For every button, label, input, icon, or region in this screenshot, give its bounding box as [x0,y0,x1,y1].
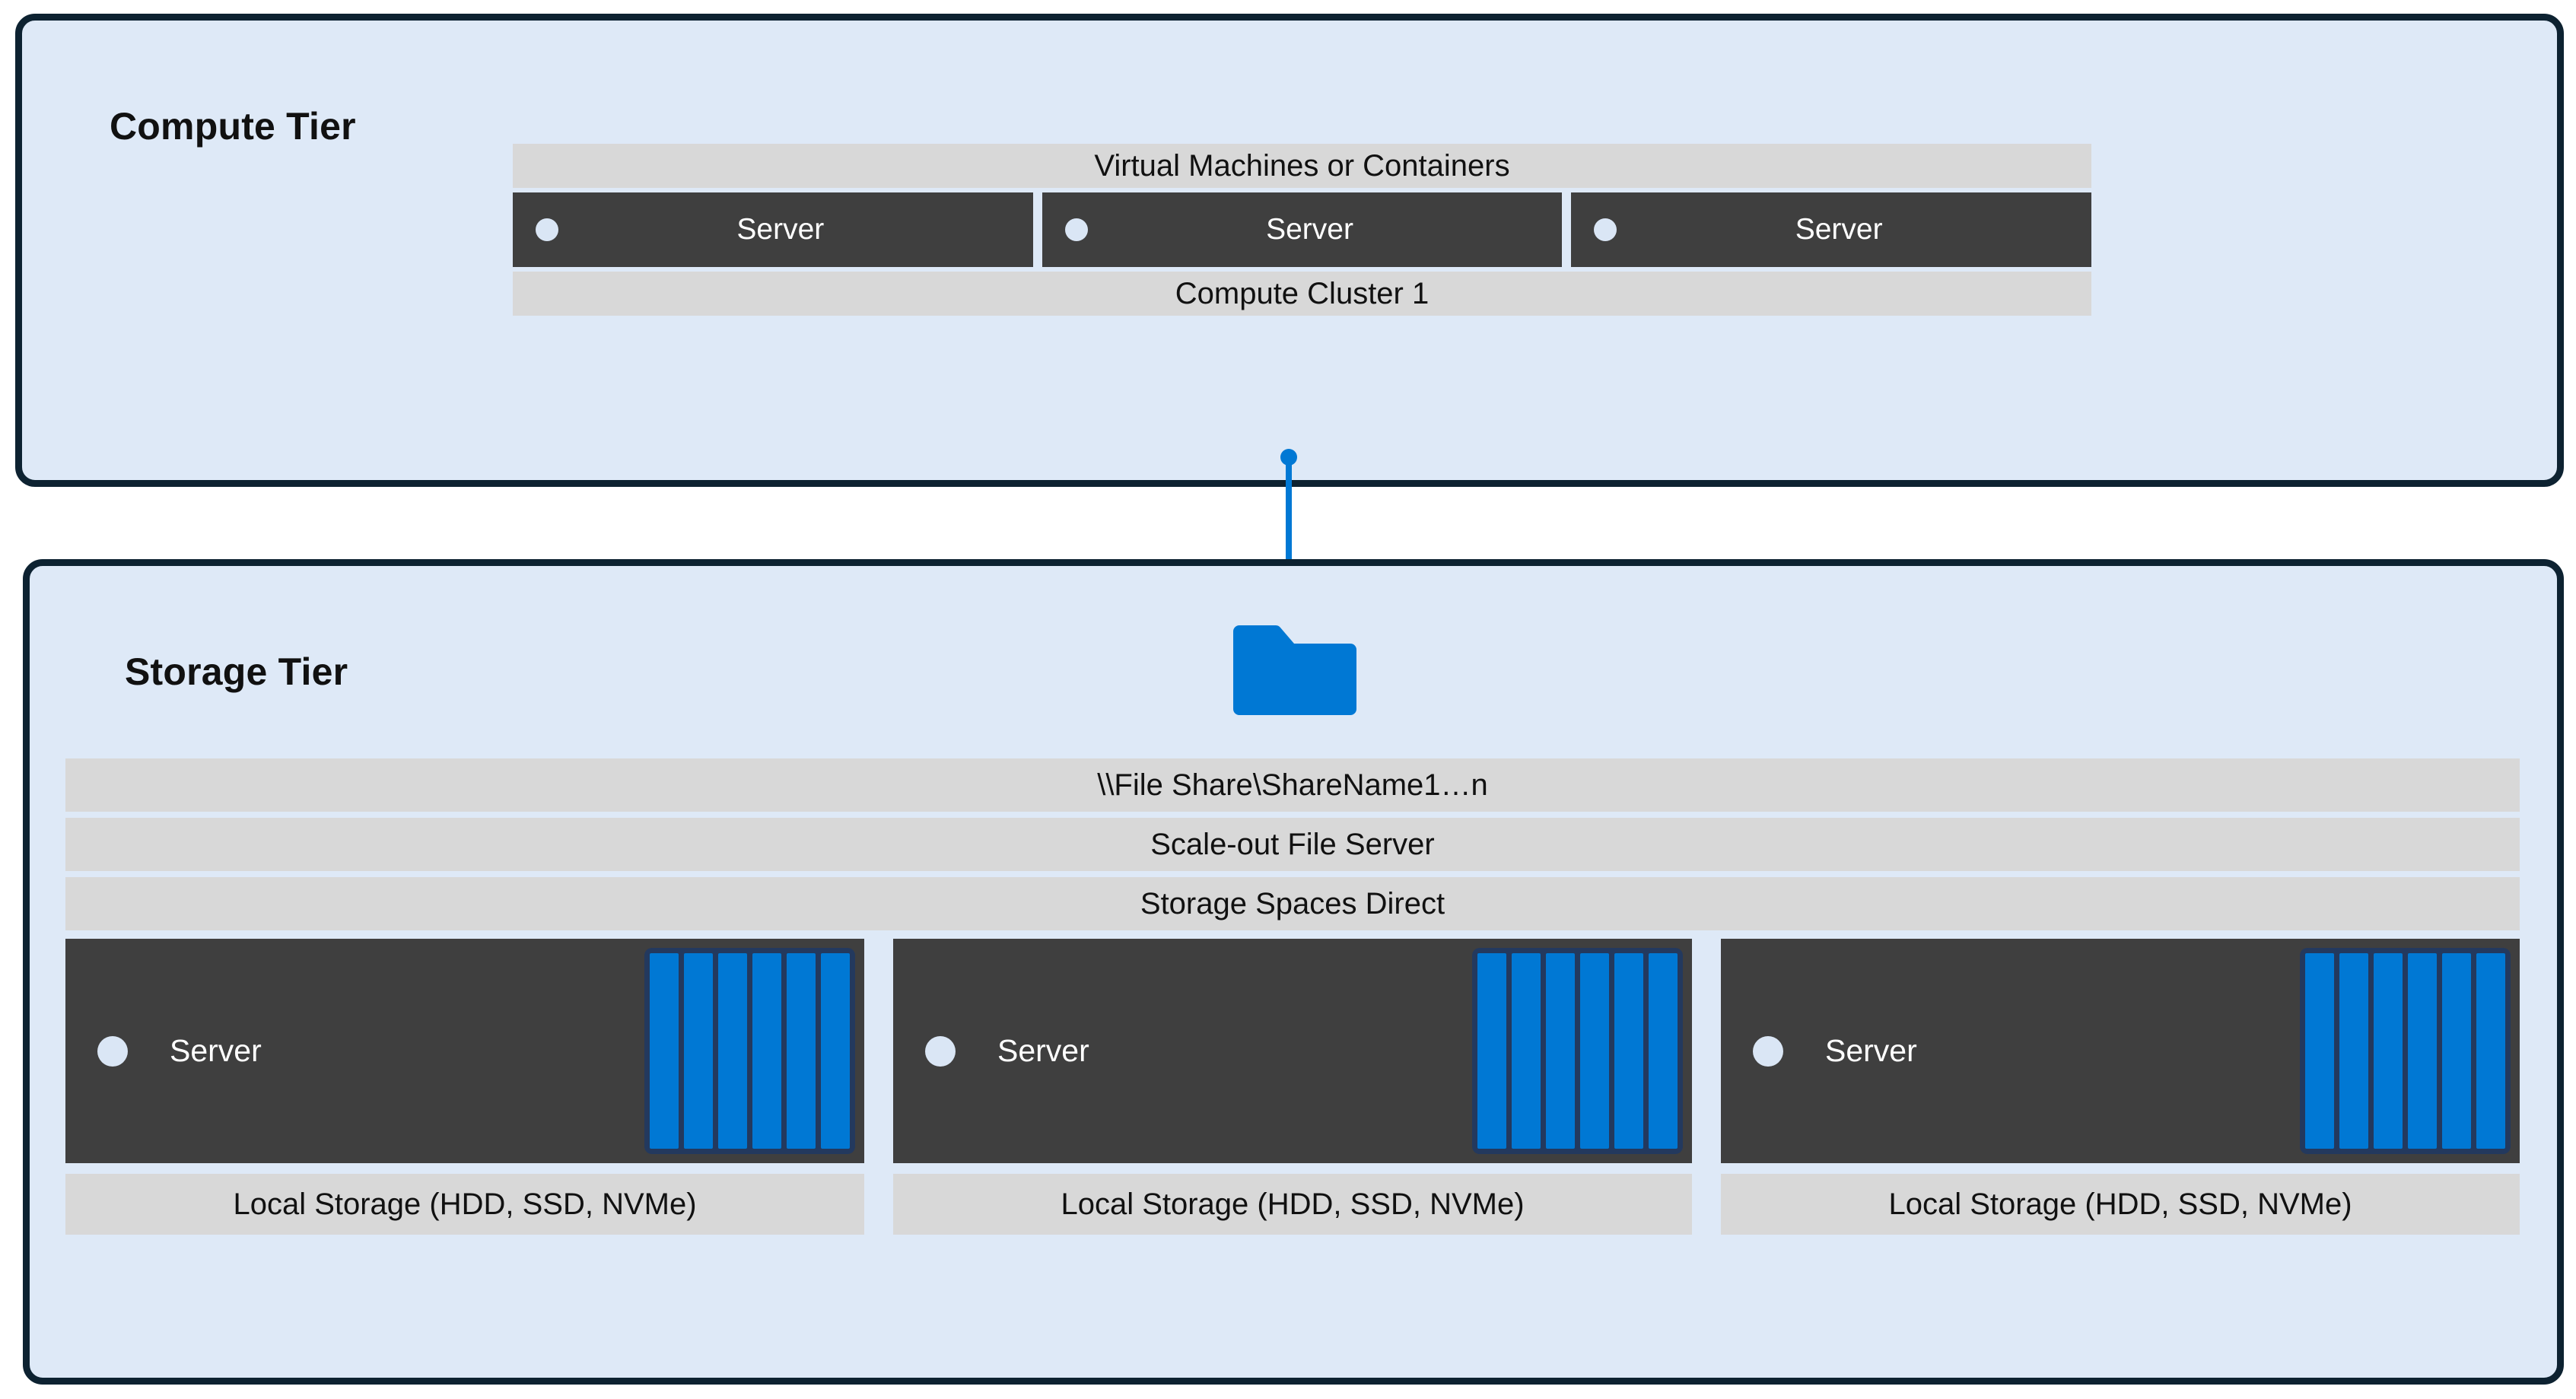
storage-server-2-label: Server [997,1033,1089,1068]
disk-icon [1580,953,1609,1149]
disk-icon [2305,953,2334,1149]
disk-icon [752,953,781,1149]
status-led-icon [1594,218,1617,241]
disk-icon [650,953,679,1149]
disk-icon [2408,953,2437,1149]
disk-array-icon [1472,948,1683,1154]
disk-icon [787,953,816,1149]
compute-tier-title: Compute Tier [110,104,356,148]
file-share-bar: \\File Share\ShareName1…n [65,758,2520,812]
storage-server-1-label: Server [170,1033,262,1068]
status-led-icon [1753,1035,1783,1067]
compute-server-3-label: Server [1795,213,1883,246]
local-storage-bar-1: Local Storage (HDD, SSD, NVMe) [65,1174,864,1235]
storage-node-row: Server Local Storage (HDD, SSD, NVMe) [65,939,2520,1327]
scale-out-file-server-bar: Scale-out File Server [65,818,2520,871]
storage-server-3[interactable]: Server [1721,939,2520,1163]
disk-icon [1512,953,1541,1149]
disk-icon [2374,953,2403,1149]
disk-icon [821,953,850,1149]
disk-array-icon [644,948,855,1154]
disk-icon [1546,953,1575,1149]
storage-node-2: Server Local Storage (HDD, SSD, NVMe) [893,939,1692,1327]
folder-icon [1233,625,1356,715]
disk-icon [684,953,713,1149]
local-storage-bar-2: Local Storage (HDD, SSD, NVMe) [893,1174,1692,1235]
compute-server-2-label: Server [1266,213,1353,246]
status-led-icon [1064,218,1088,241]
compute-server-3[interactable]: Server [1571,192,2092,267]
compute-server-1-label: Server [736,213,825,246]
status-led-icon [97,1035,128,1067]
disk-icon [2476,953,2505,1149]
connector-line-icon [1286,456,1292,609]
compute-server-2[interactable]: Server [1042,192,1563,267]
status-led-icon [925,1035,956,1067]
disk-icon [718,953,747,1149]
local-storage-bar-3: Local Storage (HDD, SSD, NVMe) [1721,1174,2520,1235]
disk-array-icon [2300,948,2511,1154]
compute-tier-panel: Compute Tier Virtual Machines or Contain… [15,14,2564,487]
storage-tier-title: Storage Tier [125,650,348,693]
storage-node-1: Server Local Storage (HDD, SSD, NVMe) [65,939,864,1327]
storage-server-3-label: Server [1825,1033,1917,1068]
disk-icon [1614,953,1643,1149]
storage-node-3: Server Local Storage (HDD, SSD, NVMe) [1721,939,2520,1327]
disk-icon [2442,953,2471,1149]
compute-server-1[interactable]: Server [513,192,1033,267]
storage-tier-panel: Storage Tier \\File Share\ShareName1…n S… [23,559,2564,1385]
disk-icon [2339,953,2368,1149]
storage-server-1[interactable]: Server [65,939,864,1163]
disk-icon [1649,953,1678,1149]
compute-server-row: Server Server Server [513,192,2092,267]
compute-cluster-bar: Compute Cluster 1 [513,272,2091,316]
compute-cluster-group: Virtual Machines or Containers Server Se… [513,144,2092,319]
storage-spaces-direct-bar: Storage Spaces Direct [65,877,2520,930]
storage-server-2[interactable]: Server [893,939,1692,1163]
disk-icon [1477,953,1506,1149]
status-led-icon [536,218,558,241]
virtual-machines-bar: Virtual Machines or Containers [513,144,2091,188]
